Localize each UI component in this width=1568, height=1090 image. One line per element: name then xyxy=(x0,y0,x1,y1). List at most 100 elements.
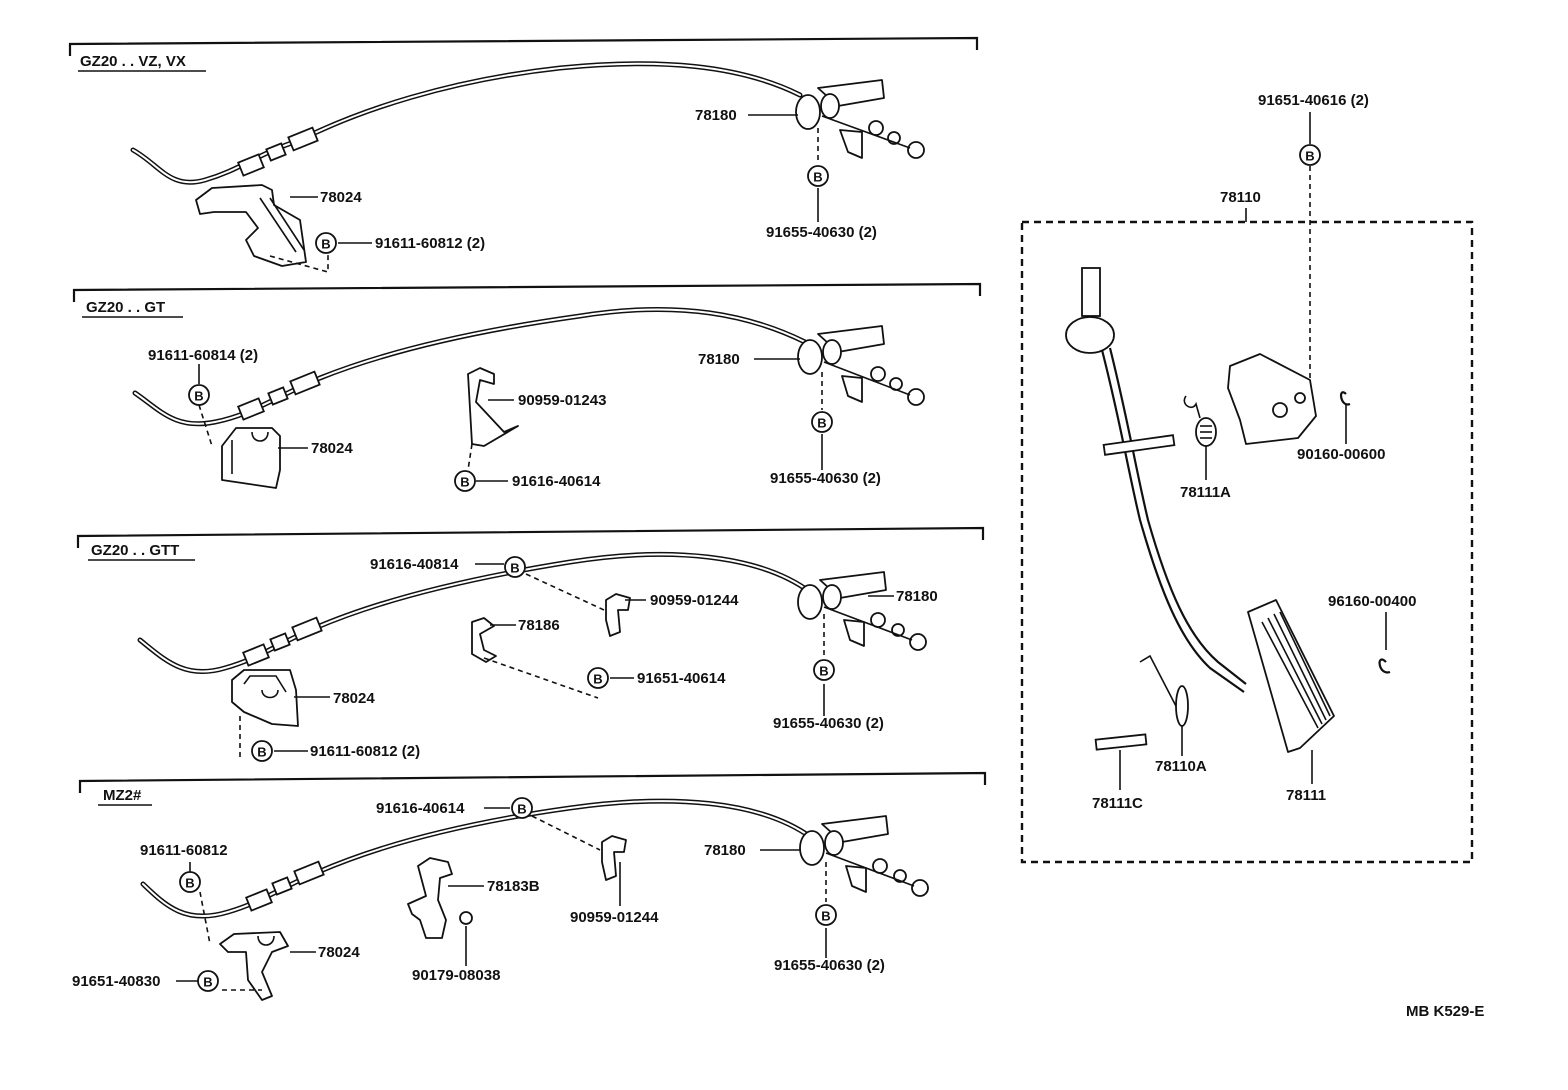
part-number-callout: 78111C xyxy=(1092,795,1143,812)
cable-bracket-78024 xyxy=(219,931,289,1001)
part-number-callout: 91616-40614 xyxy=(512,473,601,490)
part-number-callout: 91616-40614 xyxy=(376,800,465,817)
svg-text:B: B xyxy=(203,975,212,990)
part-number-callout: 78111A xyxy=(1180,484,1231,501)
cable-bracket-78024 xyxy=(221,427,281,489)
part-number-callout: 78024 xyxy=(318,944,360,961)
svg-text:B: B xyxy=(185,876,194,891)
section-label: GZ20 . . VZ, VX xyxy=(80,53,186,70)
part-number-callout: 78110 xyxy=(1220,189,1261,206)
part-number-callout: 91651-40830 xyxy=(72,973,160,990)
part-number-callout: 91655-40630 (2) xyxy=(770,470,881,487)
accelerator-cable xyxy=(130,61,803,185)
clip-90959-01244 xyxy=(601,835,627,881)
throttle-link-assembly xyxy=(797,325,925,406)
svg-text:B: B xyxy=(194,389,203,404)
part-number-callout: 91611-60814 (2) xyxy=(148,347,258,364)
clip-78186 xyxy=(471,617,497,663)
accelerator-cable xyxy=(140,798,815,919)
part-number-callout: 91655-40630 (2) xyxy=(774,957,885,974)
part-number-callout: 78024 xyxy=(320,189,362,206)
section-gz20-gtt: GZ20 . . GTT xyxy=(76,526,985,762)
section-label: GZ20 . . GTT xyxy=(91,542,179,559)
bolt-symbol: B xyxy=(815,904,837,926)
part-number-callout: 78180 xyxy=(704,842,746,859)
part-number-callout: 78110A xyxy=(1155,758,1207,775)
cable-bracket-78024 xyxy=(195,184,329,274)
part-number-callout: 91655-40630 (2) xyxy=(766,224,877,241)
pedal-assembly: B 91651-40616 (2) 78110 78111A 90160-006… xyxy=(1020,92,1474,864)
part-number-callout: 91651-40616 (2) xyxy=(1258,92,1369,109)
part-number-callout: 78024 xyxy=(311,440,353,457)
bolt-symbol: B xyxy=(1299,144,1321,166)
bolt-symbol: B xyxy=(813,659,835,681)
section-gz20-gt: GZ20 . . GT xyxy=(72,282,982,492)
pedal-pivot-bracket xyxy=(1102,353,1317,456)
svg-text:B: B xyxy=(1305,149,1314,164)
svg-text:B: B xyxy=(460,475,469,490)
bolt-symbol: B xyxy=(587,667,609,689)
return-spring-78111A xyxy=(1183,395,1217,447)
bolt-symbol: B xyxy=(811,411,833,433)
part-number-callout: 78111 xyxy=(1286,787,1326,804)
part-number-callout: 78186 xyxy=(518,617,560,634)
bolt-symbol: B xyxy=(511,797,533,819)
svg-text:B: B xyxy=(510,561,519,576)
bracket-78183B xyxy=(407,857,453,939)
bolt-symbol: B xyxy=(504,556,526,578)
nut-90179-08038 xyxy=(459,911,473,925)
svg-text:B: B xyxy=(821,909,830,924)
part-number-callout: 78183B xyxy=(487,878,540,895)
svg-text:B: B xyxy=(257,745,266,760)
bolt-symbol: B xyxy=(315,232,337,254)
throttle-link-assembly xyxy=(797,571,927,651)
torsion-spring-78110A xyxy=(1139,654,1189,727)
section-bracket xyxy=(72,282,982,302)
section-label: MZ2# xyxy=(103,787,142,804)
svg-text:B: B xyxy=(817,416,826,431)
accelerator-cable xyxy=(137,551,813,675)
pin-78111C xyxy=(1094,733,1148,751)
svg-text:B: B xyxy=(321,237,330,252)
section-gz20-vz-vx: GZ20 . . VZ, VX xyxy=(68,36,979,274)
part-number-callout: 90179-08038 xyxy=(412,967,500,984)
section-bracket xyxy=(76,526,985,548)
clip-90959-01244 xyxy=(605,593,631,637)
part-number-callout: 78180 xyxy=(896,588,938,605)
part-number-callout: 91655-40630 (2) xyxy=(773,715,884,732)
part-number-callout: 91611-60812 xyxy=(140,842,228,859)
e-ring-90160 xyxy=(1340,391,1351,406)
bolt-symbol: B xyxy=(454,470,476,492)
svg-text:B: B xyxy=(517,802,526,817)
drawing-code: MB K529-E xyxy=(1406,1003,1484,1020)
throttle-link-assembly xyxy=(795,79,925,159)
part-number-callout: 78024 xyxy=(333,690,375,707)
bolt-symbol: B xyxy=(197,970,219,992)
bolt-symbol: B xyxy=(807,165,829,187)
part-number-callout: 90160-00600 xyxy=(1297,446,1385,463)
e-ring-96160 xyxy=(1378,658,1391,674)
clip-90959-01243 xyxy=(467,367,519,447)
part-number-callout: 96160-00400 xyxy=(1328,593,1416,610)
part-number-callout: 91611-60812 (2) xyxy=(310,743,420,760)
throttle-link-assembly xyxy=(799,815,929,897)
accelerator-cable xyxy=(132,307,808,427)
part-number-callout: 91611-60812 (2) xyxy=(375,235,485,252)
part-number-callout: 91651-40614 xyxy=(637,670,726,687)
section-bracket xyxy=(68,36,979,56)
part-number-callout: 90959-01244 xyxy=(650,592,739,609)
part-number-callout: 90959-01244 xyxy=(570,909,659,926)
part-number-callout: 78180 xyxy=(698,351,740,368)
bolt-symbol: B xyxy=(179,871,201,893)
section-mz2: MZ2# xyxy=(72,771,987,1001)
pedal-lever xyxy=(1065,267,1247,693)
bolt-symbol: B xyxy=(251,740,273,762)
cable-bracket-78024 xyxy=(231,669,299,727)
section-label: GZ20 . . GT xyxy=(86,299,165,316)
svg-text:B: B xyxy=(813,170,822,185)
bolt-symbol: B xyxy=(188,384,210,406)
svg-text:B: B xyxy=(593,672,602,687)
svg-text:B: B xyxy=(819,664,828,679)
section-bracket xyxy=(78,771,987,793)
pedal-pad-78111 xyxy=(1247,599,1335,753)
